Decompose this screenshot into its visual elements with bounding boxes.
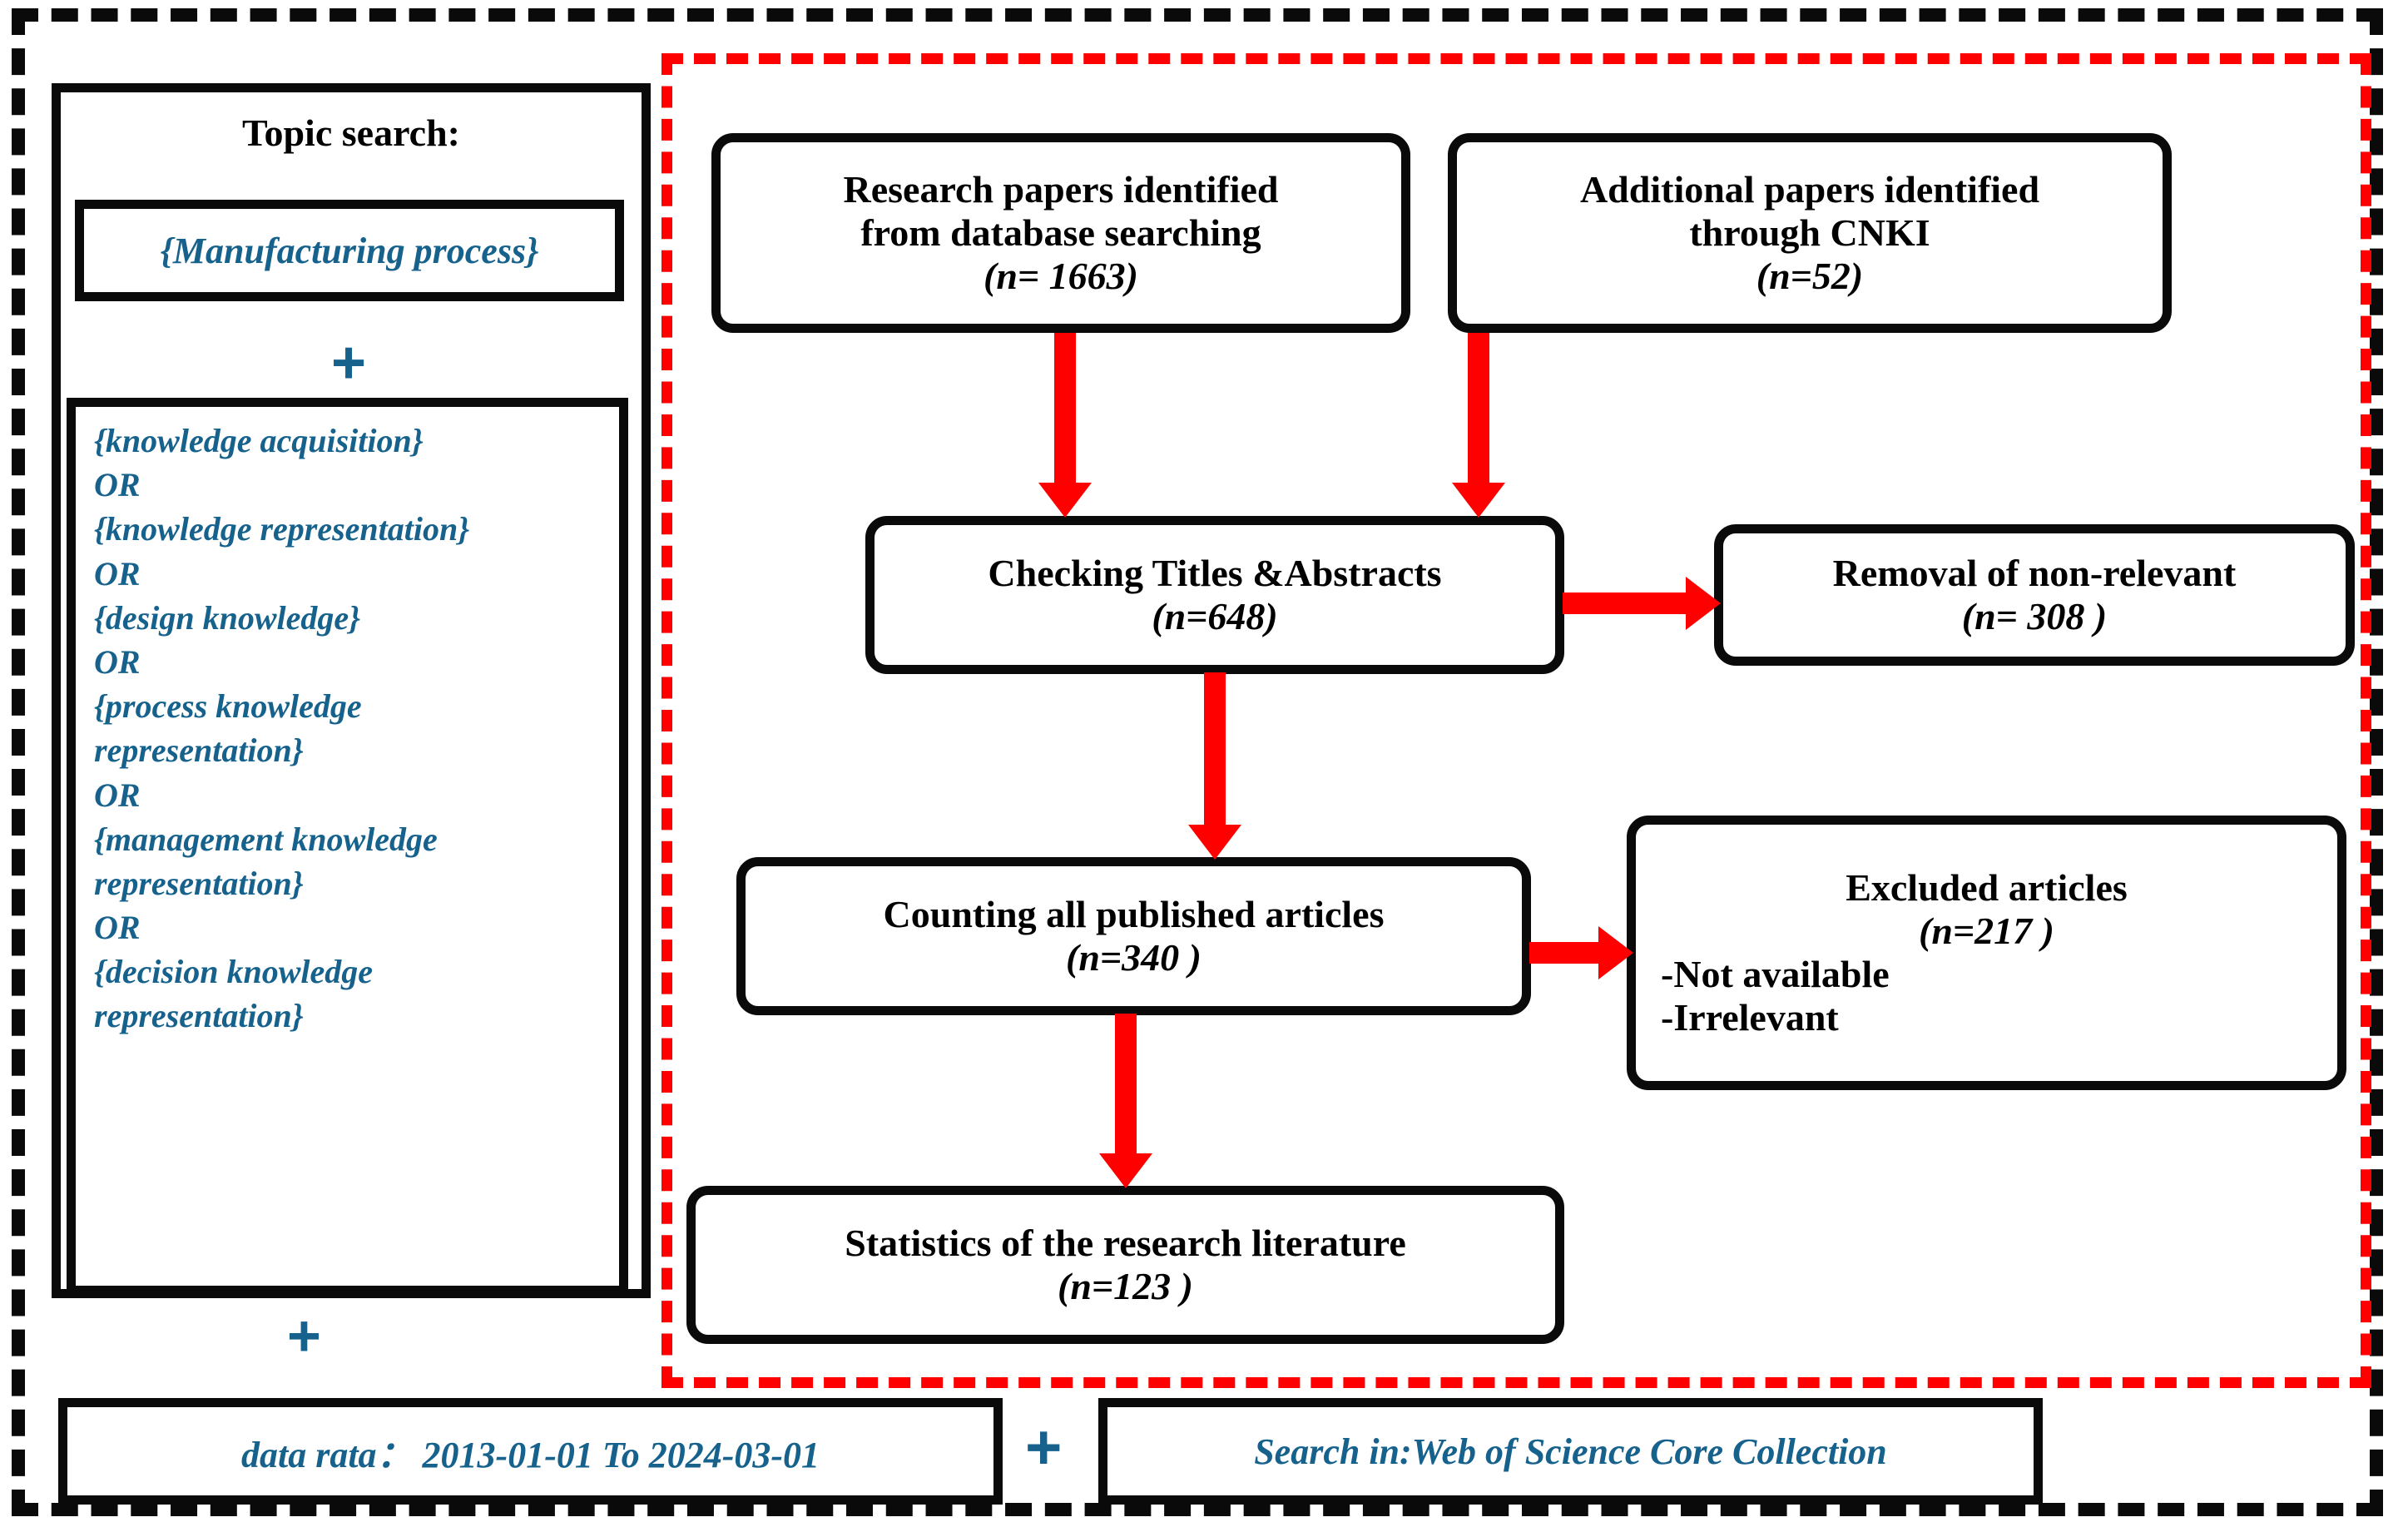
search-source-box: Search in:Web of Science Core Collection (1098, 1398, 2043, 1505)
node-counting-published-articles: Counting all published articles (n=340 ) (736, 857, 1531, 1015)
topic-search-title: Topic search: (242, 112, 460, 154)
node-exclusion-reason: -Irrelevant (1661, 995, 1839, 1039)
plus-operator-3: + (1025, 1412, 1063, 1483)
node-line: from database searching (860, 211, 1261, 255)
node-checking-titles-abstracts: Checking Titles &Abstracts (n=648) (865, 516, 1564, 674)
arrow-cnki-to-checking (1449, 333, 1508, 518)
node-exclusion-reason: -Not available (1661, 953, 1890, 995)
node-line: Excluded articles (1846, 866, 2128, 910)
keyword-list-box: {knowledge acquisition} OR {knowledge re… (67, 398, 628, 1295)
node-line: Checking Titles &Abstracts (988, 552, 1442, 595)
arrow-shaft (1115, 1014, 1137, 1155)
arrow-head-down-icon (1452, 483, 1505, 518)
keyword-line: representation} (94, 864, 304, 902)
node-count: (n=648) (1152, 595, 1278, 637)
node-statistics-research-literature: Statistics of the research literature (n… (686, 1186, 1564, 1344)
plus-operator-1: + (331, 330, 367, 396)
node-line: Research papers identified (843, 168, 1279, 211)
keyword-line: {process knowledge (94, 687, 362, 726)
keyword-line: representation} (94, 997, 304, 1035)
arrow-database-to-checking (1036, 333, 1094, 518)
node-excluded-articles: Excluded articles (n=217 ) -Not availabl… (1627, 816, 2346, 1090)
node-count: (n=123 ) (1058, 1265, 1193, 1307)
node-count: (n= 308 ) (1961, 595, 2108, 637)
keyword-line: {decision knowledge (94, 953, 374, 991)
node-line: Removal of non-relevant (1832, 552, 2237, 595)
outer-dashed-frame (12, 8, 2383, 1516)
arrow-checking-to-counting (1186, 672, 1244, 860)
manufacturing-process-term-box: {Manufacturing process} (75, 200, 624, 301)
arrow-head-down-icon (1099, 1153, 1152, 1188)
keyword-line: OR (94, 466, 141, 504)
keyword-line: representation} (94, 731, 304, 770)
plus-operator-2: + (287, 1303, 321, 1368)
date-range-text: data rata： 2013-01-01 To 2024-03-01 (240, 1435, 820, 1475)
search-source-text: Search in:Web of Science Core Collection (1254, 1430, 1887, 1472)
arrow-shaft (1468, 333, 1489, 484)
keyword-line: {management knowledge (94, 820, 438, 858)
node-cnki-papers: Additional papers identified through CNK… (1448, 133, 2172, 333)
arrow-head-right-icon (1686, 577, 1721, 630)
arrow-counting-to-excluded (1529, 924, 1633, 982)
arrow-head-down-icon (1188, 825, 1241, 860)
node-line: Statistics of the research literature (845, 1222, 1406, 1265)
keyword-line: OR (94, 554, 141, 592)
node-line: Additional papers identified (1579, 168, 2040, 211)
arrow-shaft (1054, 333, 1076, 484)
node-count: (n=340 ) (1066, 936, 1202, 979)
keyword-line: {design knowledge} (94, 598, 361, 637)
node-count: (n=217 ) (1919, 910, 2054, 953)
arrow-shaft (1563, 592, 1687, 614)
keyword-line: {knowledge representation} (94, 510, 470, 548)
node-count: (n=52) (1756, 254, 1864, 297)
arrow-counting-to-statistics (1097, 1014, 1155, 1188)
node-removal-non-relevant: Removal of non-relevant (n= 308 ) (1714, 524, 2355, 666)
node-database-search: Research papers identified from database… (711, 133, 1410, 333)
date-range-box: data rata： 2013-01-01 To 2024-03-01 (58, 1398, 1003, 1505)
node-line: Counting all published articles (883, 893, 1385, 936)
arrow-shaft (1529, 942, 1600, 964)
arrow-shaft (1204, 672, 1226, 826)
manufacturing-process-term: {Manufacturing process} (160, 230, 539, 271)
arrow-head-right-icon (1598, 926, 1633, 979)
keyword-line: {knowledge acquisition} (94, 422, 424, 459)
arrow-head-down-icon (1038, 483, 1092, 518)
node-count: (n= 1663) (984, 254, 1138, 297)
keyword-list: {knowledge acquisition} OR {knowledge re… (94, 419, 614, 1281)
node-line: through CNKI (1689, 211, 1930, 255)
arrow-checking-to-removal (1563, 574, 1721, 632)
screening-flow-dashed-frame (661, 53, 2371, 1388)
keyword-line: OR (94, 642, 141, 681)
keyword-line: OR (94, 776, 141, 814)
keyword-line: OR (94, 909, 141, 947)
